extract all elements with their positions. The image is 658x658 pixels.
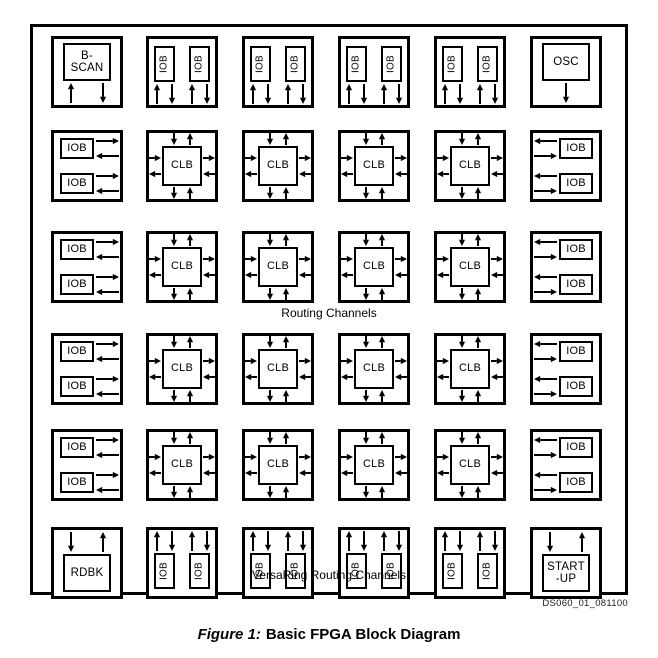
cell-clb-r2c1-block[interactable]: CLB: [162, 247, 202, 287]
cell-iob-top-2-block-2[interactable]: IOB: [285, 46, 306, 82]
cell-osc[interactable]: OSC: [530, 36, 602, 108]
cell-clb-r3c2-block[interactable]: CLB: [258, 349, 298, 389]
cell-iob-top-4[interactable]: IOB IOB: [434, 36, 506, 108]
cell-iob-left-1-block-2[interactable]: IOB: [60, 173, 94, 194]
versaring-routing-channels-label: VersaRing Routing Channels: [251, 568, 407, 582]
cell-iob-right-4-block-2[interactable]: IOB: [559, 472, 593, 493]
cell-iob-right-1-block-1[interactable]: IOB: [559, 138, 593, 159]
cell-iob-left-2-block-2[interactable]: IOB: [60, 274, 94, 295]
cell-clb-r1c2-block[interactable]: CLB: [258, 146, 298, 186]
cell-iob-left-2[interactable]: IOB IOB: [51, 231, 123, 303]
cell-iob-right-3[interactable]: IOB IOB: [530, 333, 602, 405]
cell-clb-r3c1[interactable]: CLB: [146, 333, 218, 405]
cell-iob-right-4[interactable]: IOB IOB: [530, 429, 602, 501]
cell-clb-r4c1-block[interactable]: CLB: [162, 445, 202, 485]
figure-caption: Figure 1:Basic FPGA Block Diagram: [0, 626, 658, 643]
cell-iob-left-3-block-2[interactable]: IOB: [60, 376, 94, 397]
cell-clb-r3c4[interactable]: CLB: [434, 333, 506, 405]
cell-clb-r1c4-outer-box: [434, 130, 506, 202]
cell-bscan-block[interactable]: B- SCAN: [63, 43, 111, 81]
cell-iob-left-4[interactable]: IOB IOB: [51, 429, 123, 501]
cell-iob-right-1[interactable]: IOB IOB: [530, 130, 602, 202]
cell-clb-r4c4-block[interactable]: CLB: [450, 445, 490, 485]
figure-number: Figure 1:: [197, 626, 261, 643]
cell-iob-right-2-block-1[interactable]: IOB: [559, 239, 593, 260]
cell-clb-r3c2[interactable]: CLB: [242, 333, 314, 405]
cell-clb-r2c4[interactable]: CLB: [434, 231, 506, 303]
cell-osc-block[interactable]: OSC: [542, 43, 590, 81]
cell-iob-top-1-block-1[interactable]: IOB: [154, 46, 175, 82]
cell-clb-r2c3[interactable]: CLB: [338, 231, 410, 303]
cell-clb-r1c1-block[interactable]: CLB: [162, 146, 202, 186]
cell-iob-left-4-block-1[interactable]: IOB: [60, 437, 94, 458]
cell-clb-r3c3[interactable]: CLB: [338, 333, 410, 405]
cell-clb-r4c1[interactable]: CLB: [146, 429, 218, 501]
cell-iob-left-4-block-2[interactable]: IOB: [60, 472, 94, 493]
cell-clb-r2c2[interactable]: CLB: [242, 231, 314, 303]
cell-clb-r3c1-block[interactable]: CLB: [162, 349, 202, 389]
cell-iob-top-2-block-1[interactable]: IOB: [250, 46, 271, 82]
cell-startup[interactable]: START -UP: [530, 527, 602, 599]
cell-clb-r4c3[interactable]: CLB: [338, 429, 410, 501]
cell-iob-left-3[interactable]: IOB IOB: [51, 333, 123, 405]
cell-clb-r2c4-block[interactable]: CLB: [450, 247, 490, 287]
cell-iob-right-1-block-2[interactable]: IOB: [559, 173, 593, 194]
cell-iob-top-3[interactable]: IOB IOB: [338, 36, 410, 108]
fpga-cell-grid: B- SCAN IOB IOB IOB IOB IOB IOB IOB IOB OSC IOB IOB…: [33, 27, 625, 599]
cell-iob-top-3-block-2[interactable]: IOB: [381, 46, 402, 82]
cell-iob-top-1[interactable]: IOB IOB: [146, 36, 218, 108]
cell-clb-r1c4-block[interactable]: CLB: [450, 146, 490, 186]
cell-clb-r4c4-outer-box: [434, 429, 506, 501]
cell-iob-left-2-block-1[interactable]: IOB: [60, 239, 94, 260]
cell-clb-r4c2[interactable]: CLB: [242, 429, 314, 501]
figure-frame: B- SCAN IOB IOB IOB IOB IOB IOB IOB IOB OSC IOB IOB…: [30, 24, 628, 599]
cell-bscan[interactable]: B- SCAN: [51, 36, 123, 108]
cell-iob-top-2[interactable]: IOB IOB: [242, 36, 314, 108]
cell-iob-right-3-block-1[interactable]: IOB: [559, 341, 593, 362]
cell-iob-top-4-block-2[interactable]: IOB: [477, 46, 498, 82]
cell-clb-r1c2[interactable]: CLB: [242, 130, 314, 202]
cell-clb-r1c3[interactable]: CLB: [338, 130, 410, 202]
figure-title: Basic FPGA Block Diagram: [265, 626, 461, 643]
cell-startup-block[interactable]: START -UP: [542, 554, 590, 592]
cell-clb-r2c2-block[interactable]: CLB: [258, 247, 298, 287]
cell-iob-right-2-block-2[interactable]: IOB: [559, 274, 593, 295]
cell-iob-top-4-block-1[interactable]: IOB: [442, 46, 463, 82]
cell-clb-r2c1[interactable]: CLB: [146, 231, 218, 303]
cell-iob-top-3-block-1[interactable]: IOB: [346, 46, 367, 82]
cell-clb-r1c1[interactable]: CLB: [146, 130, 218, 202]
cell-iob-right-3-block-2[interactable]: IOB: [559, 376, 593, 397]
cell-iob-left-1-block-1[interactable]: IOB: [60, 138, 94, 159]
cell-iob-left-1[interactable]: IOB IOB: [51, 130, 123, 202]
cell-iob-left-3-block-1[interactable]: IOB: [60, 341, 94, 362]
cell-clb-r2c3-block[interactable]: CLB: [354, 247, 394, 287]
cell-clb-r4c4[interactable]: CLB: [434, 429, 506, 501]
cell-iob-right-2[interactable]: IOB IOB: [530, 231, 602, 303]
cell-clb-r4c2-block[interactable]: CLB: [258, 445, 298, 485]
cell-clb-r3c3-block[interactable]: CLB: [354, 349, 394, 389]
cell-rdbk-block[interactable]: RDBK: [63, 554, 111, 592]
cell-clb-r1c3-block[interactable]: CLB: [354, 146, 394, 186]
cell-iob-right-4-block-1[interactable]: IOB: [559, 437, 593, 458]
document-id: DS060_01_081100: [542, 598, 628, 609]
cell-clb-r4c3-block[interactable]: CLB: [354, 445, 394, 485]
cell-iob-top-1-block-2[interactable]: IOB: [189, 46, 210, 82]
cell-rdbk[interactable]: RDBK: [51, 527, 123, 599]
cell-clb-r1c4[interactable]: CLB: [434, 130, 506, 202]
cell-clb-r3c4-block[interactable]: CLB: [450, 349, 490, 389]
routing-channels-label: Routing Channels: [281, 306, 377, 320]
